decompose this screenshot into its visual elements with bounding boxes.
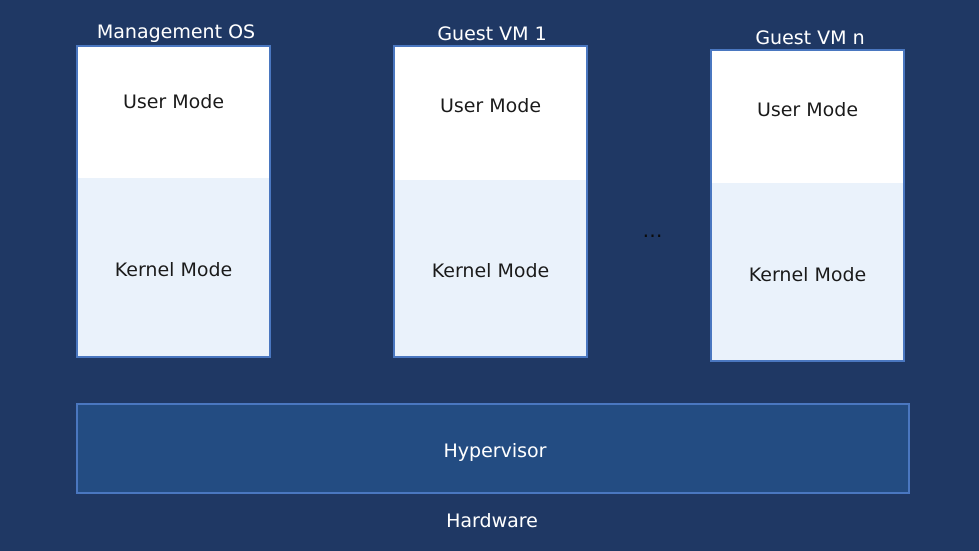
vm-title-guest-vm-1: Guest VM 1 (437, 23, 547, 45)
user-mode-region (395, 47, 586, 180)
vm-box-guest-vm-n: User Mode Kernel Mode (710, 49, 905, 362)
vm-box-guest-vm-1: User Mode Kernel Mode (393, 45, 588, 358)
kernel-mode-label: Kernel Mode (431, 260, 550, 282)
kernel-mode-label: Kernel Mode (114, 259, 233, 281)
hypervisor-label: Hypervisor (443, 440, 547, 462)
user-mode-region (712, 51, 903, 183)
vm-title-guest-vm-n: Guest VM n (755, 27, 865, 49)
hardware-label: Hardware (446, 510, 538, 532)
hypervisor-layer: Hypervisor (76, 403, 910, 494)
kernel-mode-label: Kernel Mode (748, 264, 867, 286)
user-mode-label: User Mode (439, 95, 542, 117)
vm-title-management-os: Management OS (96, 21, 256, 43)
more-vms-ellipsis: … (642, 218, 664, 242)
user-mode-label: User Mode (756, 99, 859, 121)
user-mode-region (78, 47, 269, 178)
vm-box-management-os: User Mode Kernel Mode (76, 45, 271, 358)
user-mode-label: User Mode (122, 91, 225, 113)
